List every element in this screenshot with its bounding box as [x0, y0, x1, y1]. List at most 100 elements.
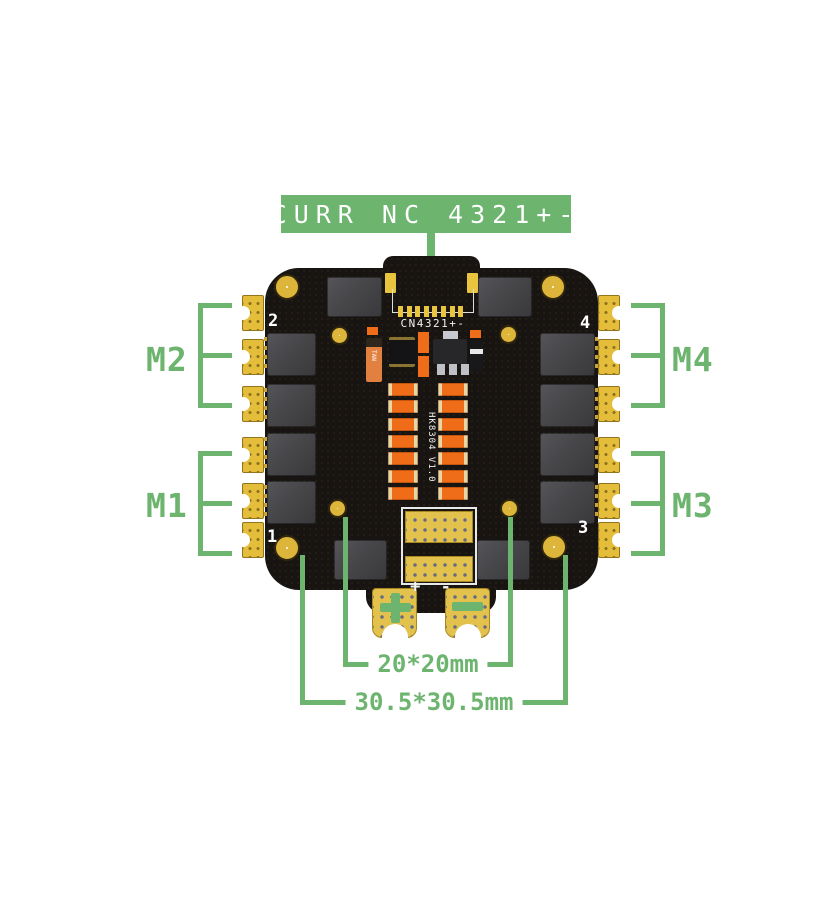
connector-silkscreen-label: CN4321+- [400, 317, 466, 330]
mosfet-pins [264, 388, 267, 423]
capacitor [388, 470, 418, 483]
regulator-tab [443, 331, 458, 340]
mosfet [264, 333, 316, 376]
pad-notch [612, 306, 626, 320]
capacitor [438, 383, 468, 396]
mount-hole-inner-bottom-right [502, 501, 517, 516]
pad-notch [612, 350, 626, 364]
label-m2: M2 [146, 340, 188, 379]
battery-pad-top [405, 511, 473, 543]
motor-pad-m4-b [598, 339, 626, 375]
pad-notch [236, 494, 250, 508]
resistor [367, 327, 378, 335]
connector-pin [458, 306, 463, 317]
label-m1: M1 [146, 486, 188, 525]
capacitor [438, 452, 468, 465]
mosfet [264, 481, 316, 524]
motor-pad-m2-b [236, 339, 264, 375]
motor-pad-m3-c [598, 522, 626, 558]
label-m3: M3 [672, 486, 714, 525]
pad-notch [612, 397, 626, 411]
mount-hole-outer-top-left [276, 276, 298, 298]
mosfet-pins [264, 437, 267, 472]
mount-hole-inner-bottom-left [330, 501, 345, 516]
motor-pad-m4-a [598, 295, 626, 331]
capacitor [438, 435, 468, 448]
battery-tab-notch [381, 624, 408, 650]
dimension-bracket-inner: 20*20mm [343, 517, 513, 678]
mount-hole-outer-bottom-right [543, 536, 565, 558]
mosfet-pins [595, 388, 598, 423]
connector-pin [398, 306, 403, 317]
mosfet-pins [264, 337, 267, 372]
motor-pad-m1-b [236, 483, 264, 519]
pad-notch [612, 448, 626, 462]
corner-number-4: 4 [580, 313, 591, 333]
mosfet-pins [595, 485, 598, 520]
motor-pad-m3-a [598, 437, 626, 473]
capacitor-small [418, 332, 429, 353]
board-version-label: HK8304 V1.0 [426, 411, 436, 483]
mount-hole-inner-top-right [501, 327, 516, 342]
connector-pin [450, 306, 455, 317]
bracket-m1 [198, 451, 232, 556]
corner-number-1: 1 [267, 527, 278, 547]
mosfet [264, 433, 316, 476]
capacitor [438, 418, 468, 431]
diode [470, 341, 483, 372]
capacitor [388, 383, 418, 396]
mosfet [334, 540, 387, 580]
corner-number-2: 2 [268, 311, 279, 331]
battery-tab-notch [454, 624, 481, 650]
tantalum-label: TAN [370, 350, 377, 361]
bracket-m4 [631, 303, 665, 408]
dimension-bracket-outer: 30.5*30.5mm [300, 555, 568, 716]
pad-notch [236, 448, 250, 462]
capacitor [388, 452, 418, 465]
bracket-tick [631, 352, 660, 358]
mosfet [478, 277, 532, 317]
mosfet [540, 384, 598, 427]
connector-pin [441, 306, 446, 317]
motor-pad-m2-c [236, 386, 264, 422]
battery-pad-bottom [405, 556, 473, 582]
plus-icon [380, 603, 411, 612]
regulator-leg [437, 364, 445, 375]
bracket-m3 [631, 451, 665, 556]
pad-notch [236, 350, 250, 364]
mosfet [540, 481, 598, 524]
callout-leader-line [427, 233, 435, 260]
mount-hole-inner-top-left [332, 328, 347, 343]
connector-callout-banner: CURR NC 4321+- [272, 195, 573, 233]
capacitor [388, 400, 418, 413]
resistor [470, 330, 481, 338]
pad-notch [236, 533, 250, 547]
regulator-leg [449, 364, 457, 375]
motor-pad-m1-c [236, 522, 264, 558]
capacitor [438, 400, 468, 413]
battery-polarity-silkscreen: + - [410, 577, 456, 597]
motor-pad-m3-b [598, 483, 626, 519]
mount-hole-outer-bottom-left [276, 537, 298, 559]
mosfet [540, 433, 598, 476]
connector-callout-label: CURR NC 4321+- [271, 199, 581, 229]
connector-pin [415, 306, 420, 317]
battery-pads-outline [401, 507, 477, 585]
motor-pad-m1-a [236, 437, 264, 473]
bracket-m2 [198, 303, 232, 408]
capacitor [388, 418, 418, 431]
mount-hole-outer-top-right [542, 276, 564, 298]
label-m4: M4 [672, 340, 714, 379]
motor-pad-m2-a [236, 295, 264, 331]
connector-pin [407, 306, 412, 317]
mosfet [327, 277, 382, 317]
voltage-regulator [433, 339, 467, 364]
mosfet [540, 333, 598, 376]
mosfet-pins [264, 485, 267, 520]
tantalum-capacitor: TAN [366, 338, 382, 382]
pad-notch [236, 397, 250, 411]
capacitor [388, 435, 418, 448]
dimension-label-inner: 20*20mm [368, 650, 488, 678]
connector-pin [432, 306, 437, 317]
